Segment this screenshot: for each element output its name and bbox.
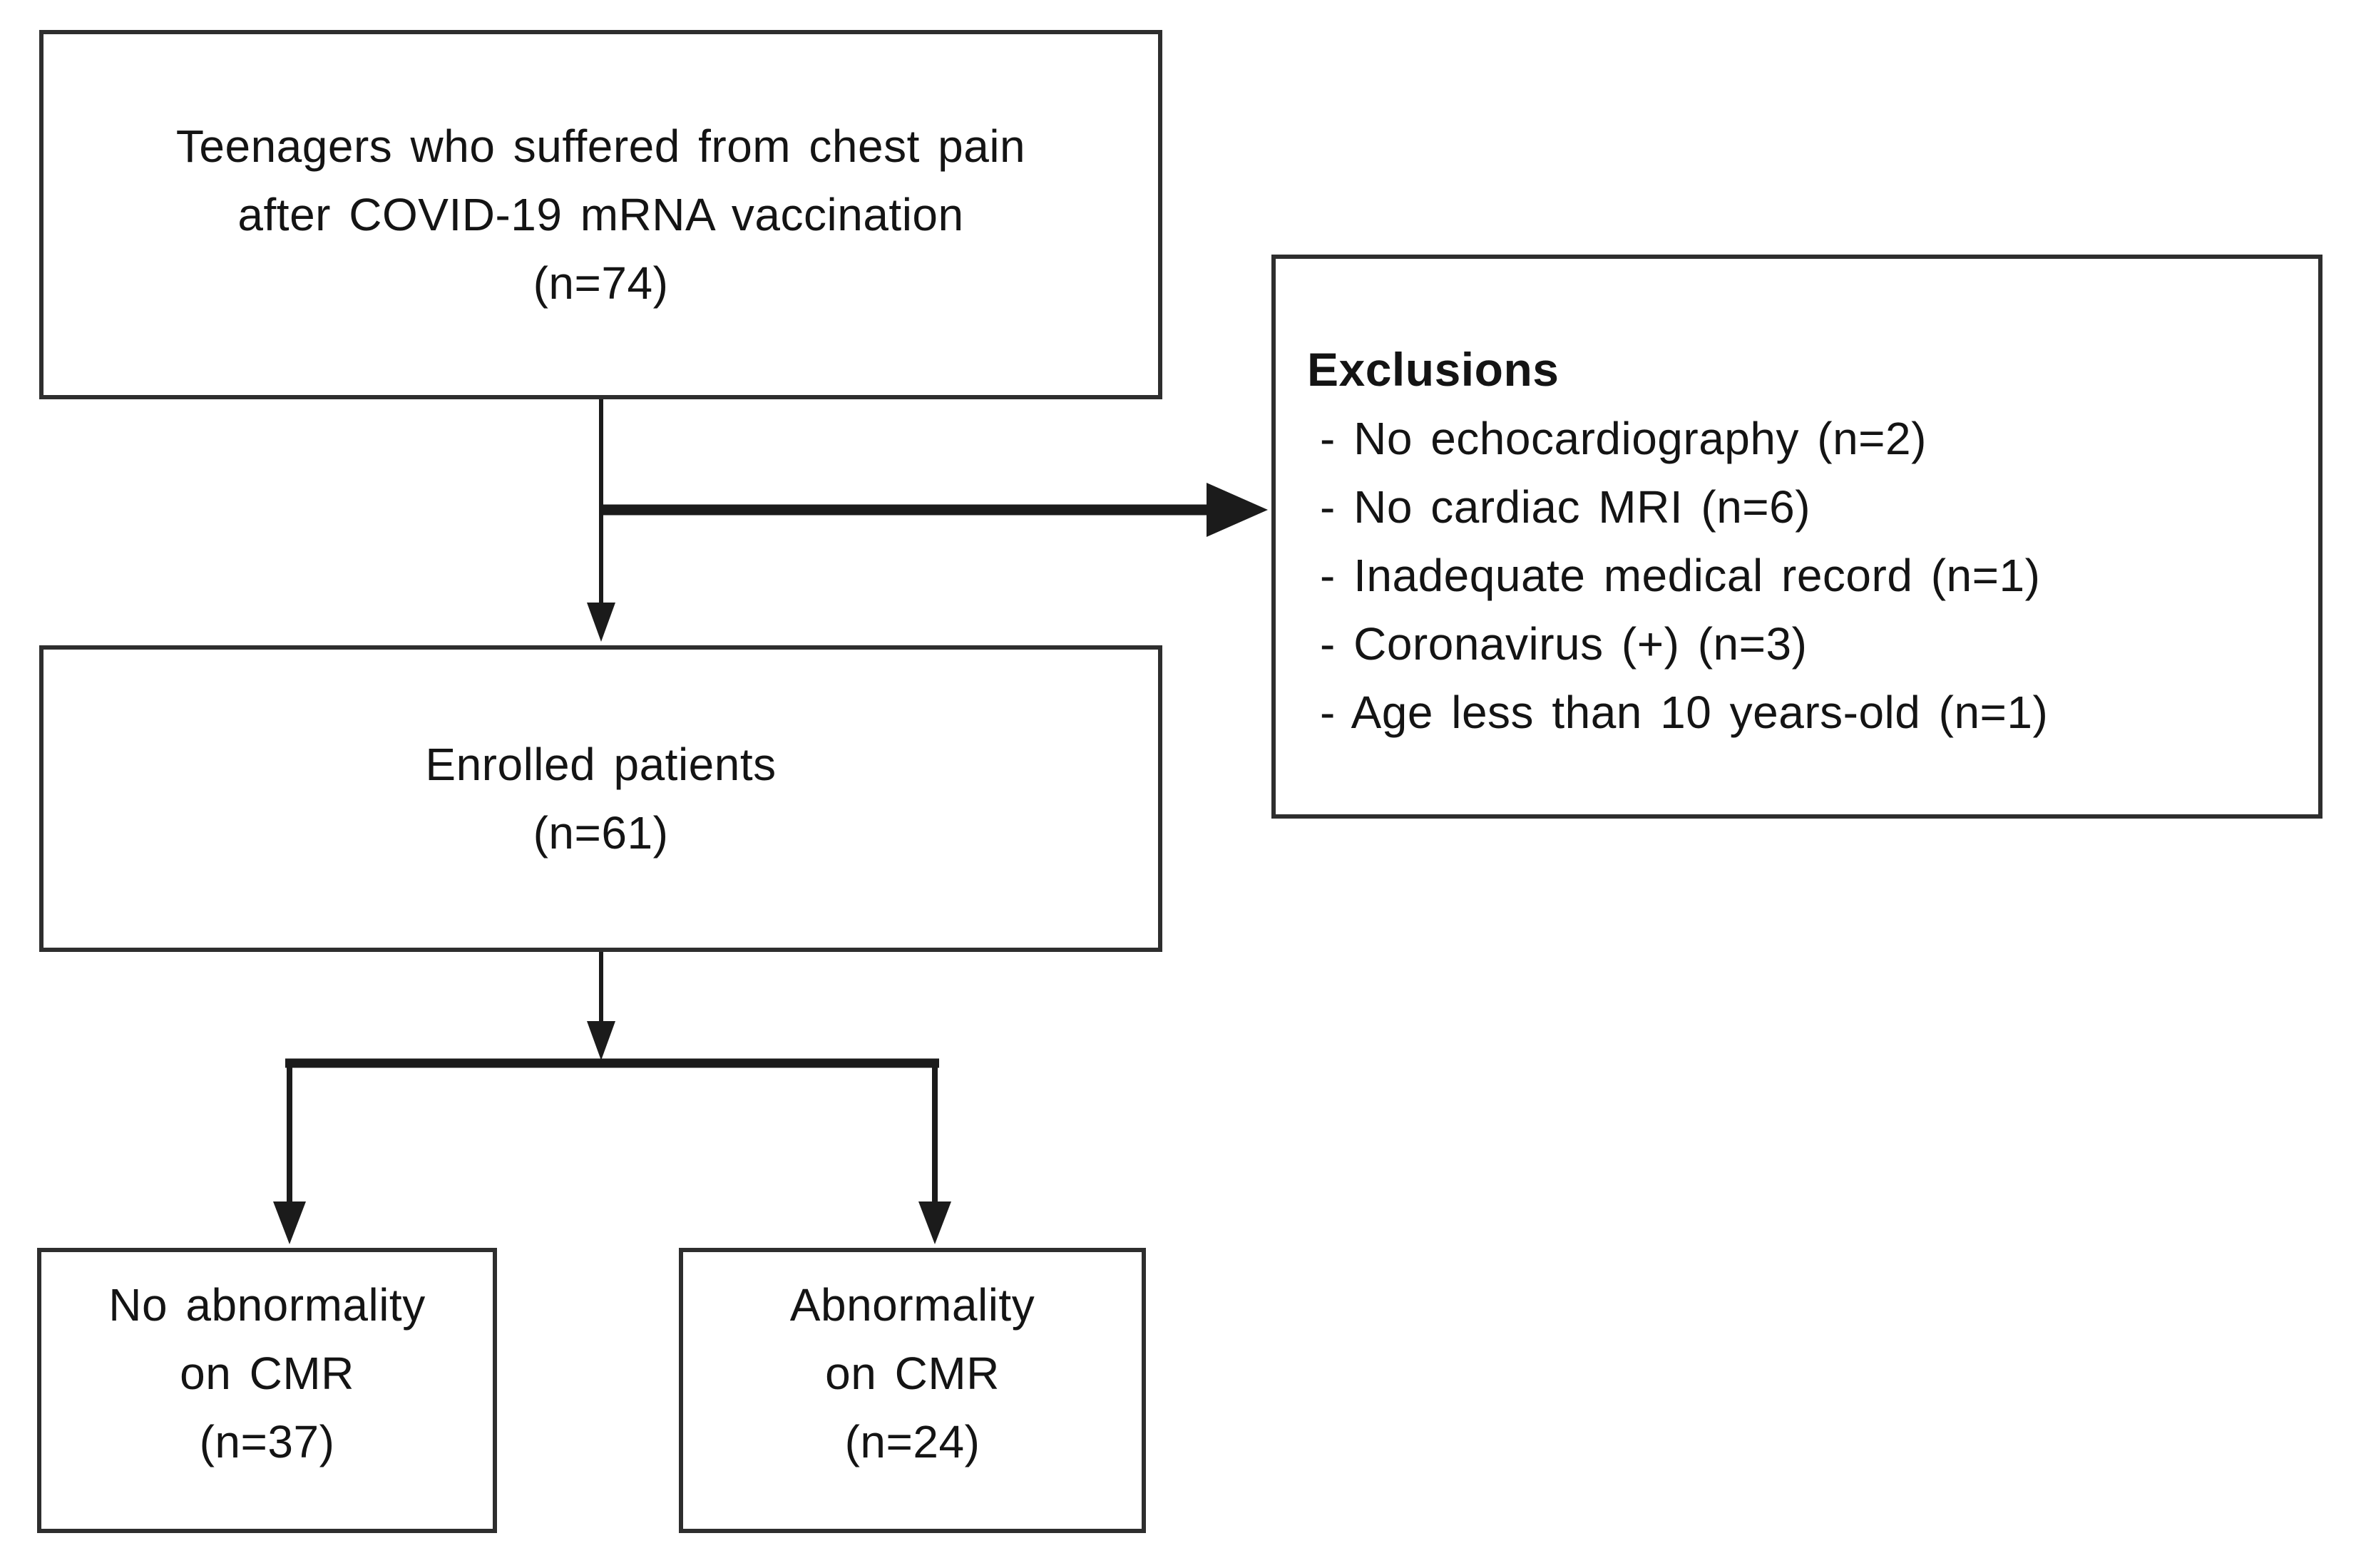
box-exclusions: Exclusions - No echocardiography (n=2) -… [1271,255,2322,819]
exclusion-item-no-cardiac-mri: - No cardiac MRI (n=6) [1320,481,1811,533]
box-enrolled-patients: Enrolled patients (n=61) [39,645,1162,952]
box-no-abnormality-cmr: No abnormality on CMR (n=37) [37,1248,497,1533]
no-abnormality-cmr-label: No abnormality on CMR (n=37) [108,1279,426,1467]
source-population-label: Teenagers who suffered from chest pain a… [175,121,1026,309]
box-source-population: Teenagers who suffered from chest pain a… [39,30,1162,399]
exclusions-title: Exclusions [1307,343,1560,396]
arrow-enrolled-down-head [587,1021,615,1060]
arrow-exclusions-head [1207,483,1268,537]
exclusion-item-no-echocardiography: - No echocardiography (n=2) [1320,412,1927,464]
box-abnormality-cmr: Abnormality on CMR (n=24) [679,1248,1146,1533]
enrolled-patients-label: Enrolled patients (n=61) [425,739,777,859]
arrow-source-down-head [587,603,615,642]
exclusion-item-coronavirus-positive: - Coronavirus (+) (n=3) [1320,618,1808,670]
abnormality-cmr-label: Abnormality on CMR (n=24) [789,1279,1035,1467]
exclusion-item-age-under-10: - Age less than 10 years-old (n=1) [1320,686,2049,738]
arrow-split-left-head [273,1201,306,1244]
exclusion-item-inadequate-record: - Inadequate medical record (n=1) [1320,549,2041,601]
arrow-split-right-head [918,1201,951,1244]
